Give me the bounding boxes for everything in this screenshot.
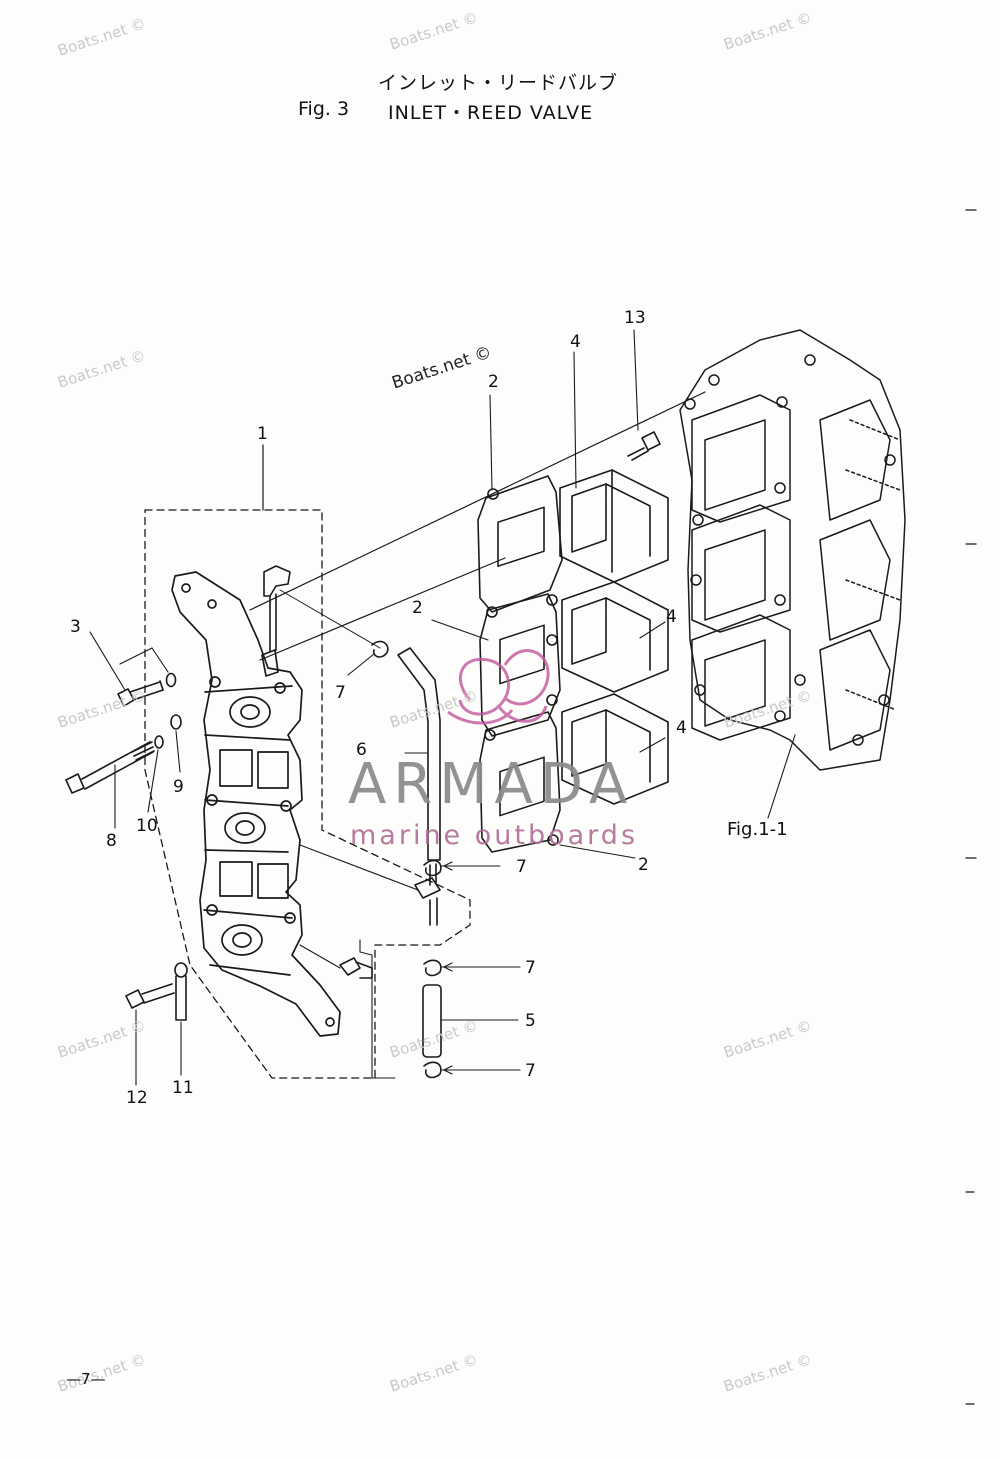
hose-6 (397, 647, 441, 861)
callout-4-bottom: 4 (676, 718, 687, 738)
callout-7-c: 7 (525, 1061, 536, 1081)
callout-9: 9 (173, 777, 184, 797)
fitting-top (263, 565, 291, 653)
callout-11: 11 (172, 1078, 194, 1098)
callout-12: 12 (126, 1088, 148, 1108)
gasket-2-middle (479, 593, 561, 737)
bolt-12 (125, 983, 175, 1009)
logo-wordmark: ARMADA (348, 752, 635, 817)
screw-13 (627, 431, 661, 461)
callout-5: 5 (525, 1011, 536, 1031)
elbow-fitting (299, 944, 373, 979)
callout-8: 8 (106, 831, 117, 851)
callout-7-b: 7 (525, 958, 536, 978)
callout-2-bottom: 2 (638, 855, 649, 875)
gasket-2-top (477, 475, 563, 613)
clamp-11 (174, 962, 188, 1021)
washer-9 (170, 714, 182, 730)
washer-3 (165, 672, 177, 688)
callout-1: 1 (257, 424, 268, 444)
callout-2-middle: 2 (412, 598, 423, 618)
intake-manifold (171, 571, 341, 1037)
title-japanese: インレット・リードバルブ (378, 72, 619, 94)
callout-2-top: 2 (488, 372, 499, 392)
crankcase-fig-1-1 (679, 329, 906, 771)
callout-6: 6 (356, 740, 367, 760)
bracket-5-7 (359, 939, 396, 1079)
callout-4-top: 4 (570, 332, 581, 352)
reed-valve-4-top (559, 469, 669, 583)
alignment-line (259, 557, 506, 661)
figure-reference: Fig.1-1 (727, 819, 788, 840)
alignment-line (249, 391, 706, 611)
callout-4-middle: 4 (666, 607, 677, 627)
callout-10: 10 (136, 816, 158, 836)
t-fitting (299, 844, 441, 926)
hose-5 (422, 984, 519, 1058)
gasket-2-bottom (479, 711, 561, 853)
figure-label: Fig. 3 (298, 98, 350, 120)
clip-7-top (371, 640, 389, 658)
reed-valve-4-middle (561, 581, 669, 693)
logo-tagline: marine outboards (350, 820, 639, 851)
clip-7-a (423, 859, 442, 877)
clip-7-c (423, 1061, 442, 1079)
bolt-8 (65, 741, 155, 794)
assembly-1-bracket (144, 509, 471, 1079)
page-title: INLET・REED VALVE (388, 102, 594, 124)
bolt-3 (117, 680, 164, 707)
alignment-line (279, 589, 381, 649)
clip-7-b (423, 959, 442, 977)
washer-10 (154, 735, 164, 749)
callout-7-top: 7 (335, 683, 346, 703)
callout-3: 3 (70, 617, 81, 637)
reed-valve-4-bottom (561, 693, 669, 805)
callout-13: 13 (624, 308, 646, 328)
armada-logo-emblem (447, 649, 550, 725)
callout-7-a: 7 (516, 857, 527, 877)
page-number: —7— (66, 1370, 106, 1388)
